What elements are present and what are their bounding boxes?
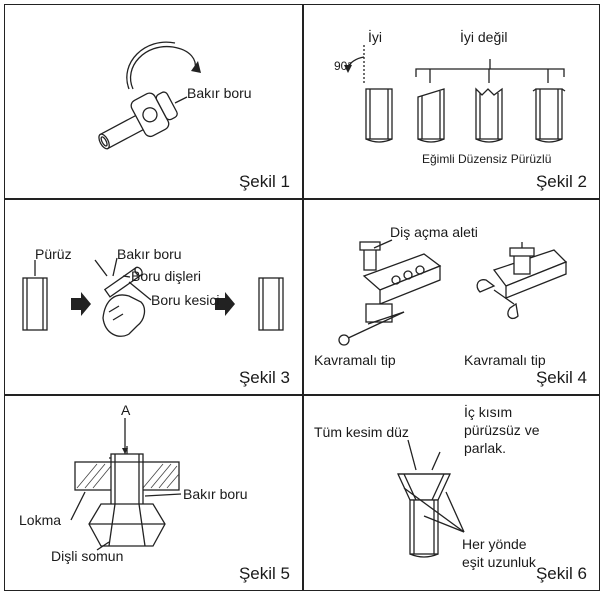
pipe-threads-label: Boru dişleri bbox=[131, 268, 202, 284]
flare-die-illustration bbox=[70, 418, 182, 551]
good-label: İyi bbox=[368, 29, 382, 45]
flared-pipe-illustration bbox=[396, 439, 465, 558]
defect-types-label: Eğimli Düzensiz Pürüzlü bbox=[422, 152, 552, 166]
deburring-illustration bbox=[22, 257, 284, 337]
figure-5-panel: A Bakır boru Lokma Dişli somun Şekil 5 bbox=[4, 395, 303, 591]
inside-smooth-line-1: İç kısım bbox=[464, 404, 513, 420]
copper-pipe-label: Bakır boru bbox=[187, 85, 252, 101]
figure-6-panel: Tüm kesim düz İç kısım pürüzsüz ve parla… bbox=[303, 395, 600, 591]
figure-3-panel: Pürüz Bakır boru Boru dişleri Boru kesic… bbox=[4, 199, 303, 395]
figure-6-caption: Şekil 6 bbox=[535, 564, 587, 583]
figure-1-caption: Şekil 1 bbox=[238, 172, 290, 191]
figure-2-caption: Şekil 2 bbox=[535, 172, 587, 191]
equal-length-line-1: Her yönde bbox=[462, 536, 527, 552]
angle-label: 90° bbox=[334, 59, 353, 73]
copper-pipe-label: Bakır boru bbox=[117, 246, 182, 262]
dimension-a-label: A bbox=[121, 402, 131, 418]
copper-pipe-label: Bakır boru bbox=[183, 486, 248, 502]
figure-4-panel: Diş açma aleti Kavramalı tip Kavramalı t… bbox=[303, 199, 600, 395]
figure-1-panel: Bakır boru Şekil 1 bbox=[4, 4, 303, 199]
inside-smooth-line-3: parlak. bbox=[464, 440, 507, 456]
figure-2-panel: İyi İyi değil 90° Eğimli Düzensiz Pürüzl… bbox=[303, 4, 600, 199]
not-good-label: İyi değil bbox=[460, 29, 508, 45]
pipe-cutting-illustration bbox=[98, 41, 201, 150]
flaring-tools-illustration bbox=[338, 239, 568, 346]
equal-length-line-2: eşit uzunluk bbox=[462, 554, 536, 570]
inside-smooth-line-2: pürüzsüz ve bbox=[464, 422, 540, 438]
figure-3-caption: Şekil 3 bbox=[238, 368, 290, 387]
clutch-type-label-right: Kavramalı tip bbox=[464, 352, 546, 368]
pipe-cutter-label: Boru kesici bbox=[151, 292, 220, 308]
flaring-tool-label: Diş açma aleti bbox=[390, 224, 478, 240]
pipe-end-comparison bbox=[344, 45, 566, 143]
burr-label: Pürüz bbox=[35, 246, 72, 262]
die-label: Lokma bbox=[19, 512, 62, 528]
whole-cut-flat-label: Tüm kesim düz bbox=[314, 424, 409, 440]
figure-4-caption: Şekil 4 bbox=[535, 368, 587, 387]
flare-nut-label: Dişli somun bbox=[51, 548, 124, 564]
figure-5-caption: Şekil 5 bbox=[238, 564, 290, 583]
clutch-type-label-left: Kavramalı tip bbox=[314, 352, 396, 368]
